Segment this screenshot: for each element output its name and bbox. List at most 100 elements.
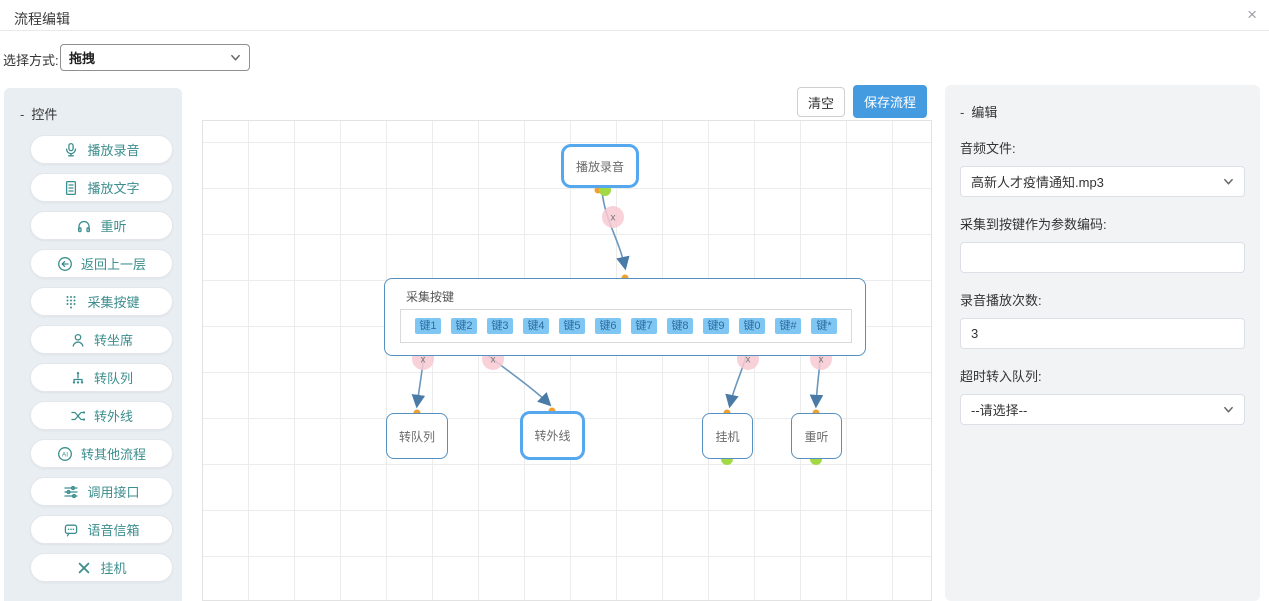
svg-text:x: x xyxy=(746,355,751,366)
edit-panel-header: -编辑 xyxy=(960,102,1245,121)
delete-connection-icon[interactable]: x xyxy=(602,206,624,228)
text-document-icon xyxy=(66,180,77,195)
node-label: 挂机 xyxy=(715,429,740,444)
node-to-queue[interactable]: 转队列 xyxy=(386,413,448,459)
key-chip-hash[interactable]: 键# xyxy=(775,318,801,334)
timeout-queue-label: 超时转入队列: xyxy=(960,369,1042,384)
modal-header: 流程编辑 × xyxy=(0,0,1269,31)
svg-text:AI: AI xyxy=(62,451,68,458)
palette-item-back[interactable]: 返回上一层 xyxy=(30,249,173,278)
timeout-queue-select[interactable]: --请选择-- xyxy=(960,394,1245,425)
palette-item-label: 重听 xyxy=(100,219,127,234)
palette-item-label: 调用接口 xyxy=(87,485,140,500)
key-chip-1[interactable]: 键1 xyxy=(415,318,441,334)
palette-item-label: 语音信箱 xyxy=(87,523,140,538)
audio-file-value: 高新人才疫情通知.mp3 xyxy=(971,175,1104,190)
node-collect-keys[interactable]: 采集按键 键1 键2 键3 键4 键5 键6 键7 键8 键9 键0 键# 键* xyxy=(384,278,866,356)
collapse-icon[interactable]: - xyxy=(960,105,965,120)
palette-item-call-api[interactable]: 调用接口 xyxy=(30,477,173,506)
palette-item-voicemail[interactable]: 语音信箱 xyxy=(30,515,173,544)
palette-item-to-other-flow[interactable]: AI 转其他流程 xyxy=(30,439,173,468)
key-chip-star[interactable]: 键* xyxy=(811,318,837,334)
palette-item-label: 返回上一层 xyxy=(80,257,146,272)
svg-text:x: x xyxy=(421,355,426,366)
voicemail-bubble-icon xyxy=(65,524,78,536)
palette-item-label: 转坐席 xyxy=(93,333,133,348)
edit-panel-header-label: 编辑 xyxy=(971,105,998,120)
palette-item-label: 转外线 xyxy=(93,409,133,424)
key-chip-0[interactable]: 键0 xyxy=(739,318,765,334)
key-chip-2[interactable]: 键2 xyxy=(451,318,477,334)
save-flow-button[interactable]: 保存流程 xyxy=(853,85,927,118)
palette-item-label: 挂机 xyxy=(100,561,127,576)
connection-wires: x x x x x xyxy=(411,184,832,465)
chevron-down-icon xyxy=(1224,178,1233,185)
node-label: 转队列 xyxy=(398,429,435,444)
hangup-x-icon xyxy=(79,562,90,573)
close-icon[interactable]: × xyxy=(1247,5,1257,24)
palette-item-label: 转队列 xyxy=(93,371,133,386)
queue-tree-icon xyxy=(72,371,84,384)
keys-container: 键1 键2 键3 键4 键5 键6 键7 键8 键9 键0 键# 键* xyxy=(400,309,852,343)
palette-item-label: 播放录音 xyxy=(87,143,140,158)
controls-sidebar: -控件 播放录音 播放文字 重听 返回上一层 采集按键 转坐席 转队列 xyxy=(4,88,182,601)
palette-item-to-outline[interactable]: 转外线 xyxy=(30,401,173,430)
api-sliders-icon xyxy=(64,485,79,498)
collapse-icon[interactable]: - xyxy=(20,107,25,122)
svg-text:x: x xyxy=(491,355,496,366)
headphones-icon xyxy=(78,220,91,232)
key-chip-8[interactable]: 键8 xyxy=(667,318,693,334)
page-title: 流程编辑 xyxy=(14,11,70,27)
chevron-down-icon xyxy=(231,54,240,61)
other-flow-icon: AI xyxy=(58,446,72,461)
svg-text:x: x xyxy=(819,355,824,366)
key-chip-7[interactable]: 键7 xyxy=(631,318,657,334)
timeout-queue-value: --请选择-- xyxy=(971,403,1028,418)
node-to-outline[interactable]: 转外线 xyxy=(520,411,585,460)
node-label: 转外线 xyxy=(534,429,571,443)
controls-header: -控件 xyxy=(20,104,57,123)
key-chip-6[interactable]: 键6 xyxy=(595,318,621,334)
key-chip-4[interactable]: 键4 xyxy=(523,318,549,334)
node-replay[interactable]: 重听 xyxy=(791,413,842,459)
svg-text:x: x xyxy=(611,213,616,224)
palette-item-hangup[interactable]: 挂机 xyxy=(30,553,173,582)
palette-item-label: 播放文字 xyxy=(87,181,140,196)
mode-label: 选择方式: xyxy=(3,53,59,68)
key-chip-3[interactable]: 键3 xyxy=(487,318,513,334)
palette-item-play-audio[interactable]: 播放录音 xyxy=(30,135,173,164)
mode-select[interactable]: 拖拽 xyxy=(60,44,250,71)
audio-file-select[interactable]: 高新人才疫情通知.mp3 xyxy=(960,166,1245,197)
node-label: 重听 xyxy=(804,429,829,444)
palette-item-to-agent[interactable]: 转坐席 xyxy=(30,325,173,354)
keypad-icon xyxy=(66,295,76,308)
palette-item-replay[interactable]: 重听 xyxy=(30,211,173,240)
key-chip-9[interactable]: 键9 xyxy=(703,318,729,334)
flow-canvas[interactable]: x x x x x 播放录 xyxy=(202,120,932,601)
param-code-input[interactable] xyxy=(960,242,1245,273)
mode-select-value: 拖拽 xyxy=(69,51,96,66)
play-times-input[interactable] xyxy=(960,318,1245,349)
edit-panel: -编辑 音频文件: 高新人才疫情通知.mp3 采集到按键作为参数编码: 录音播放… xyxy=(945,85,1260,601)
audio-file-label: 音频文件: xyxy=(960,141,1016,156)
back-arrow-circle-icon xyxy=(58,256,72,271)
palette-item-play-text[interactable]: 播放文字 xyxy=(30,173,173,202)
agent-person-icon xyxy=(72,333,84,347)
microphone-icon xyxy=(66,142,77,156)
palette-item-to-queue[interactable]: 转队列 xyxy=(30,363,173,392)
param-code-label: 采集到按键作为参数编码: xyxy=(960,217,1107,232)
wire-playaudio-to-collectkeys xyxy=(601,190,630,271)
node-hangup[interactable]: 挂机 xyxy=(702,413,753,459)
node-label: 采集按键 xyxy=(406,290,455,304)
key-chip-5[interactable]: 键5 xyxy=(559,318,585,334)
node-label: 播放录音 xyxy=(575,159,624,174)
palette-item-label: 转其他流程 xyxy=(80,447,146,462)
palette-item-collect-keys[interactable]: 采集按键 xyxy=(30,287,173,316)
shuffle-outline-icon xyxy=(71,410,86,421)
play-times-label: 录音播放次数: xyxy=(960,293,1042,308)
node-play-audio[interactable]: 播放录音 xyxy=(561,144,639,188)
controls-header-label: 控件 xyxy=(31,107,58,122)
clear-button[interactable]: 清空 xyxy=(797,87,845,117)
palette-item-label: 采集按键 xyxy=(87,295,140,310)
